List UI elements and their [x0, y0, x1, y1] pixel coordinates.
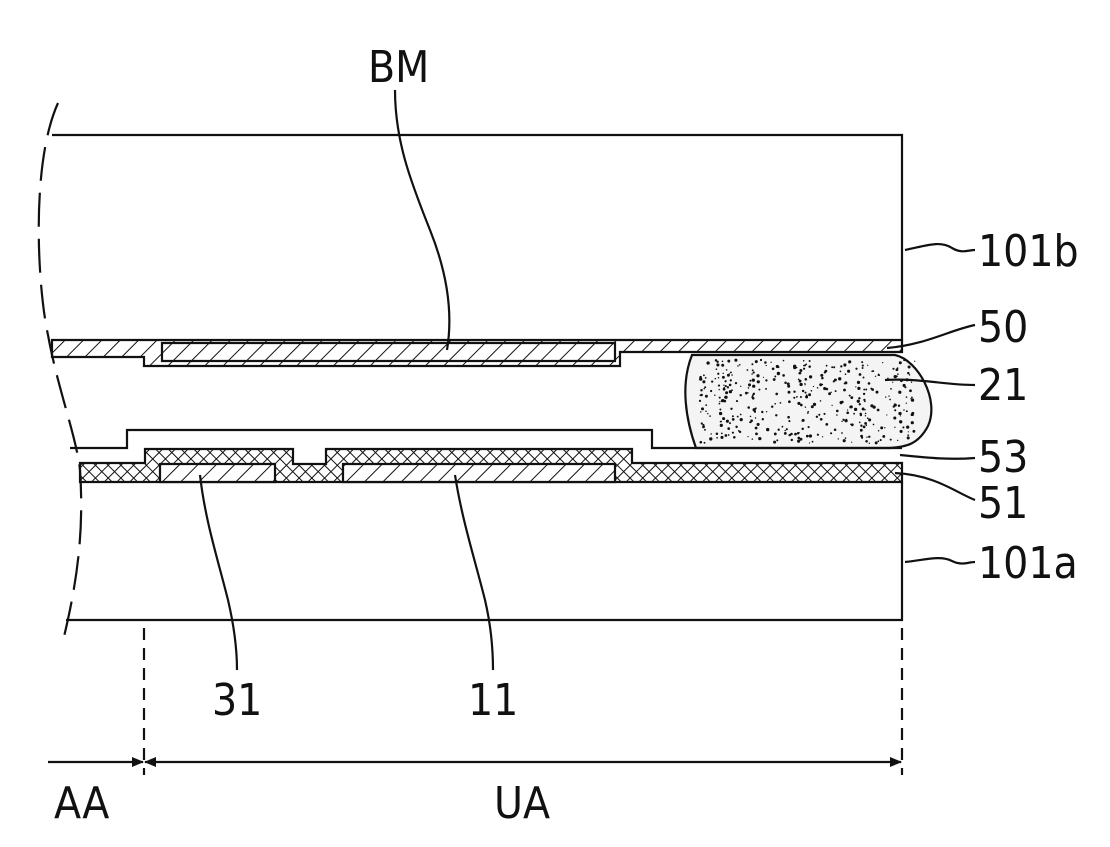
leader-101a	[905, 558, 975, 563]
label-aa: AA	[54, 778, 109, 829]
label-bm: BM	[368, 42, 429, 93]
label-ua: UA	[494, 778, 550, 829]
black-matrix-bm	[162, 343, 615, 361]
leader-101b	[905, 244, 975, 251]
label-31: 31	[212, 675, 262, 726]
bm-leader	[395, 90, 449, 350]
label-11: 11	[468, 675, 518, 726]
leader-11	[455, 475, 493, 670]
label-53: 53	[978, 432, 1028, 483]
label-101a: 101a	[978, 538, 1078, 589]
element-11	[343, 464, 615, 482]
leader-51	[895, 473, 975, 500]
leader-31	[200, 475, 237, 670]
leader-53	[900, 455, 975, 459]
label-51: 51	[978, 478, 1028, 529]
element-31	[160, 464, 275, 482]
label-101b: 101b	[978, 226, 1079, 277]
upper-substrate-101b	[52, 135, 902, 340]
label-21: 21	[978, 360, 1028, 411]
left-break-line	[39, 103, 81, 645]
label-50: 50	[978, 302, 1028, 353]
